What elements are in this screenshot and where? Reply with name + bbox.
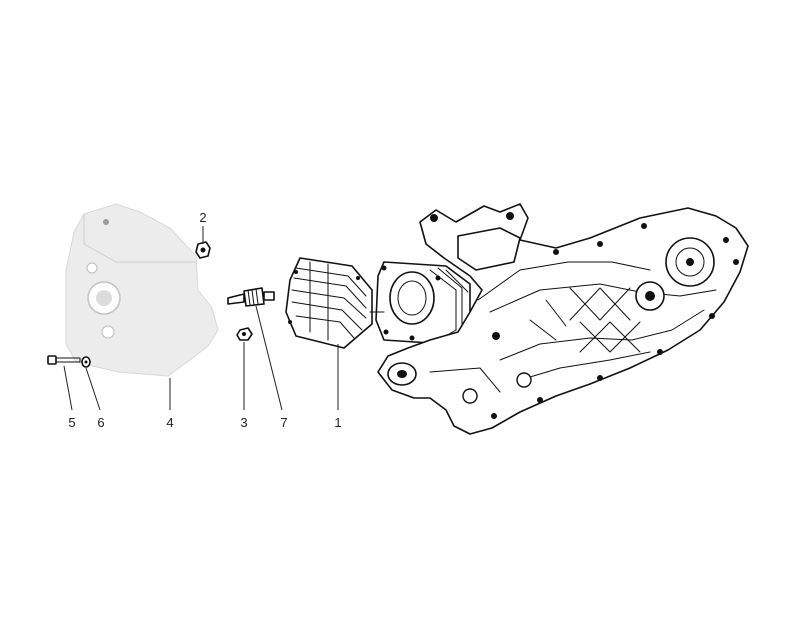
nut-part bbox=[195, 241, 211, 259]
leader-line-5 bbox=[63, 365, 73, 411]
cylinder-barrel-part bbox=[369, 261, 471, 345]
callout-7: 7 bbox=[280, 415, 287, 430]
callout-labels: 2 5 6 4 3 7 1 bbox=[68, 210, 341, 430]
screw-part bbox=[47, 355, 81, 365]
cylinder-head-part bbox=[285, 257, 373, 349]
callout-2: 2 bbox=[199, 210, 206, 225]
spark-plug-part bbox=[227, 287, 275, 307]
callout-5: 5 bbox=[68, 415, 75, 430]
crankcase-part bbox=[377, 203, 749, 435]
callout-6: 6 bbox=[97, 415, 104, 430]
cooling-cover-part bbox=[65, 203, 219, 377]
leader-line-7 bbox=[255, 305, 283, 411]
callout-4: 4 bbox=[166, 415, 173, 430]
leader-lines bbox=[63, 226, 339, 411]
callout-3: 3 bbox=[240, 415, 247, 430]
callout-1: 1 bbox=[334, 415, 341, 430]
leader-line-6 bbox=[85, 367, 101, 411]
washer-part bbox=[81, 356, 91, 368]
small-nut-part bbox=[236, 327, 253, 341]
